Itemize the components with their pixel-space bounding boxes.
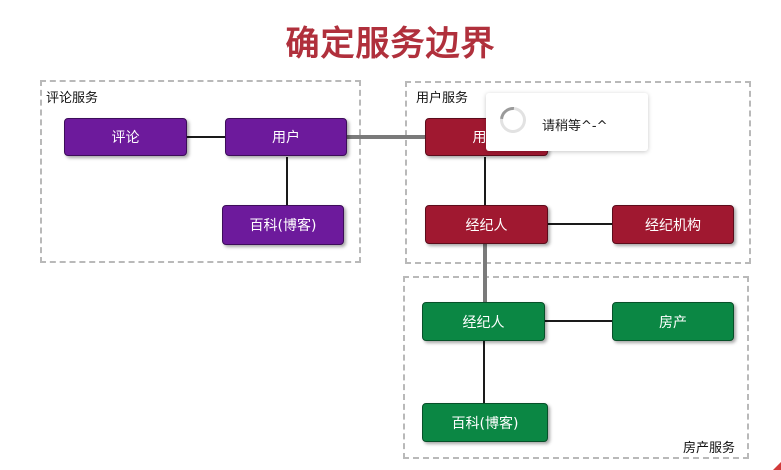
- node-property-agent[interactable]: 经纪人: [422, 302, 545, 341]
- node-comment-blog[interactable]: 百科(博客): [222, 205, 344, 245]
- corner-decoration: [773, 462, 781, 470]
- user-service-boundary: [405, 81, 751, 264]
- loading-toast: 请稍等^-^: [486, 93, 648, 151]
- node-property-house[interactable]: 房产: [612, 302, 734, 341]
- property-service-label: 房产服务: [683, 441, 736, 456]
- diagram-title: 确定服务边界: [285, 24, 496, 64]
- node-user-agent[interactable]: 经纪人: [425, 205, 548, 244]
- spinner-icon: [494, 101, 532, 139]
- loading-message: 请稍等^-^: [542, 119, 608, 134]
- user-service-label: 用户服务: [416, 91, 469, 106]
- node-property-blog[interactable]: 百科(博客): [422, 403, 548, 442]
- node-comment[interactable]: 评论: [64, 118, 187, 156]
- node-user-agency[interactable]: 经纪机构: [612, 205, 734, 244]
- comment-service-boundary: [40, 80, 361, 263]
- comment-service-label: 评论服务: [46, 91, 99, 106]
- property-service-boundary: [403, 276, 749, 459]
- node-comment-user[interactable]: 用户: [225, 118, 347, 156]
